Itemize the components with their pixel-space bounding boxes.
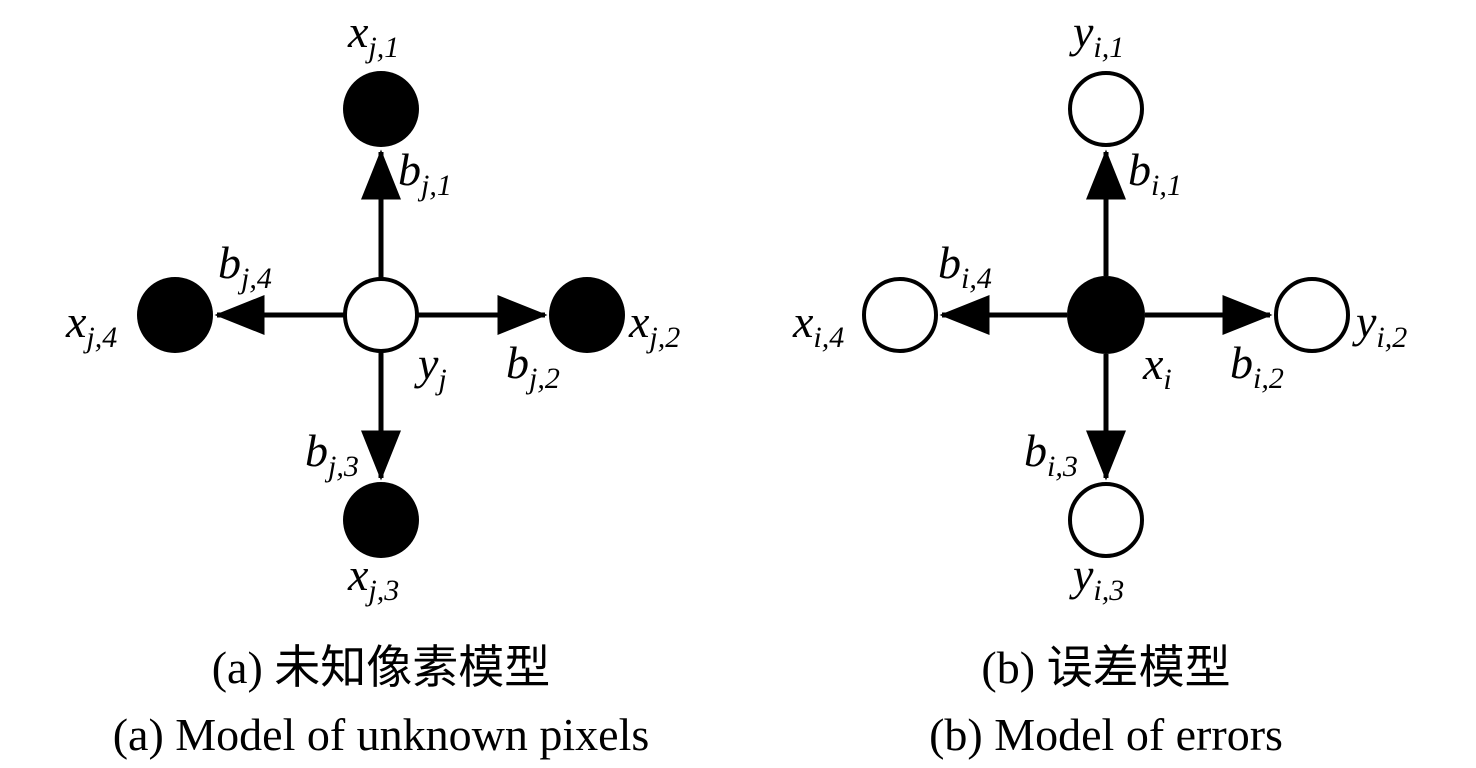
label-b-node-2: yi,2 — [1352, 296, 1407, 354]
label-a-edge-2: bj,2 — [506, 337, 560, 395]
neighbor-node-a-2 — [549, 277, 625, 353]
label-b-edge-1: bi,1 — [1128, 144, 1182, 202]
label-a-node-4: xj,4 — [65, 296, 117, 354]
label-b-edge-4: bi,4 — [938, 237, 992, 295]
label-b-edge-2: bi,2 — [1230, 337, 1284, 395]
caption-b-english: (b) Model of errors — [929, 709, 1283, 760]
label-a-node-1: xj,1 — [347, 6, 399, 64]
neighbor-node-a-1 — [343, 71, 419, 147]
neighbor-node-b-1 — [1068, 71, 1144, 147]
label-a-node-3: xj,3 — [347, 549, 399, 607]
label-a-edge-4: bj,4 — [218, 237, 272, 295]
caption-a-english: (a) Model of unknown pixels — [112, 709, 650, 760]
label-b-node-4: xi,4 — [792, 296, 844, 354]
neighbor-node-b-2 — [1274, 277, 1350, 353]
label-b-center: xi — [1142, 338, 1172, 396]
label-a-edge-1: bj,1 — [398, 144, 452, 202]
neighbor-node-a-3 — [343, 482, 419, 558]
label-b-node-1: yi,1 — [1069, 6, 1124, 64]
neighbor-node-b-3 — [1068, 482, 1144, 558]
neighbor-node-b-4 — [862, 277, 938, 353]
label-b-edge-3: bi,3 — [1024, 425, 1078, 483]
panel-b-graph: yi,1 yi,2 yi,3 xi,4 xi bi,1 bi,2 bi,3 bi… — [792, 6, 1407, 607]
label-b-node-3: yi,3 — [1069, 549, 1124, 607]
center-node-b — [1067, 276, 1145, 354]
center-node-a — [343, 277, 419, 353]
panel-a-graph: xj,1 xj,2 xj,3 xj,4 yj bj,1 bj,2 bj,3 bj… — [65, 6, 680, 607]
label-a-center: yj — [414, 338, 447, 396]
caption-a-chinese: (a) 未知像素模型 — [211, 642, 551, 693]
caption-b-chinese: (b) 误差模型 — [981, 642, 1231, 693]
label-a-node-2: xj,2 — [628, 296, 680, 354]
label-a-edge-3: bj,3 — [305, 425, 359, 483]
neighbor-node-a-4 — [137, 277, 213, 353]
